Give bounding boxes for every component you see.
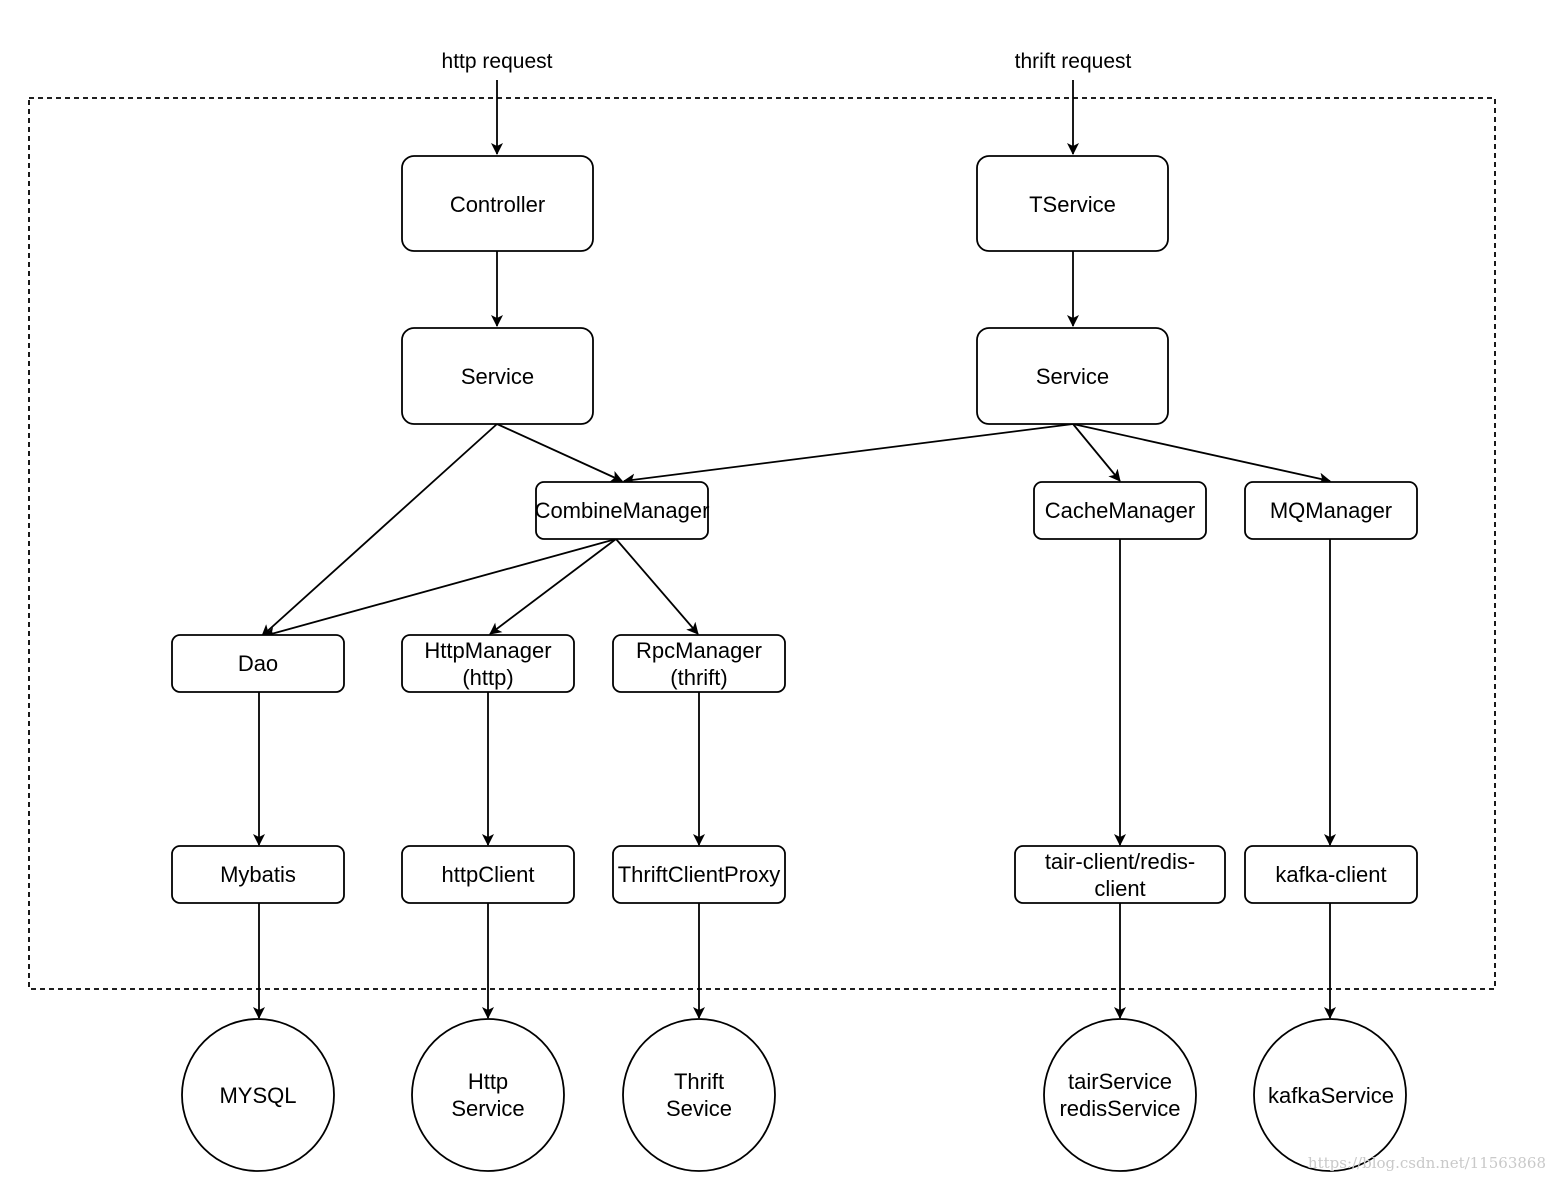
service-http-label-2: Service [451,1096,524,1121]
node-service-right: Service [976,327,1169,425]
service-thrift: Thrift Sevice [622,1018,776,1172]
node-dao-label: Dao [238,651,278,676]
node-combine-manager: CombineManager [535,481,710,540]
node-tair-client: tair-client/redis- client [1014,845,1226,904]
node-rpc-manager-label-2: (thrift) [670,665,727,690]
service-kafka: kafkaService [1253,1018,1407,1172]
node-http-manager-label-2: (http) [462,665,513,690]
node-http-manager-label-1: HttpManager [424,638,551,663]
service-kafka-label: kafkaService [1268,1083,1394,1108]
edge-service-right-combinemanager [623,423,1074,486]
node-cache-manager: CacheManager [1033,481,1207,540]
node-cache-manager-label: CacheManager [1045,498,1195,523]
node-mq-manager-label: MQManager [1270,498,1392,523]
node-mq-manager: MQManager [1244,481,1418,540]
node-rpc-manager: RpcManager (thrift) [612,634,786,693]
node-http-client: httpClient [401,845,575,904]
node-thrift-client-proxy: ThriftClientProxy [612,845,786,904]
node-mybatis: Mybatis [171,845,345,904]
node-tair-client-label-1: tair-client/redis- [1045,849,1195,874]
node-combine-manager-label: CombineManager [535,498,710,523]
edge-service-combinemanager [496,423,623,482]
service-http: Http Service [411,1018,565,1172]
edge-combinemanager-httpmanager [489,538,617,635]
watermark: https://blog.csdn.net/11563868 [1308,1154,1546,1172]
service-tair: tairService redisService [1043,1018,1197,1172]
thrift-request-label: thrift request [1015,50,1132,73]
service-thrift-label-1: Thrift [674,1069,724,1094]
node-http-manager: HttpManager (http) [401,634,575,693]
edges [253,80,1336,1019]
node-service-right-label: Service [1036,364,1109,389]
service-mysql: MYSQL [181,1018,335,1172]
service-tair-label-1: tairService [1068,1069,1172,1094]
node-kafka-client: kafka-client [1244,845,1418,904]
service-thrift-label-2: Sevice [666,1096,732,1121]
node-service-left: Service [401,327,594,425]
node-tair-client-label-2: client [1094,876,1145,901]
system-boundary [28,97,1496,990]
edge-service-right-cachemanager [1072,423,1121,482]
edge-service-right-mqmanager [1072,423,1331,485]
edge-combinemanager-dao [263,538,617,639]
node-tservice: TService [976,155,1169,252]
node-tservice-label: TService [1029,192,1116,217]
node-dao: Dao [171,634,345,693]
node-rpc-manager-label-1: RpcManager [636,638,762,663]
http-request-label: http request [442,50,553,73]
service-http-label-1: Http [468,1069,508,1094]
node-thrift-client-proxy-label: ThriftClientProxy [618,862,781,887]
edge-combinemanager-rpcmanager [615,538,699,635]
service-mysql-label: MYSQL [219,1083,296,1108]
node-http-client-label: httpClient [442,862,535,887]
edge-service-dao [261,423,498,637]
node-kafka-client-label: kafka-client [1275,862,1386,887]
node-controller: Controller [401,155,594,252]
service-tair-label-2: redisService [1059,1096,1180,1121]
node-controller-label: Controller [450,192,545,217]
node-service-left-label: Service [461,364,534,389]
node-mybatis-label: Mybatis [220,862,296,887]
